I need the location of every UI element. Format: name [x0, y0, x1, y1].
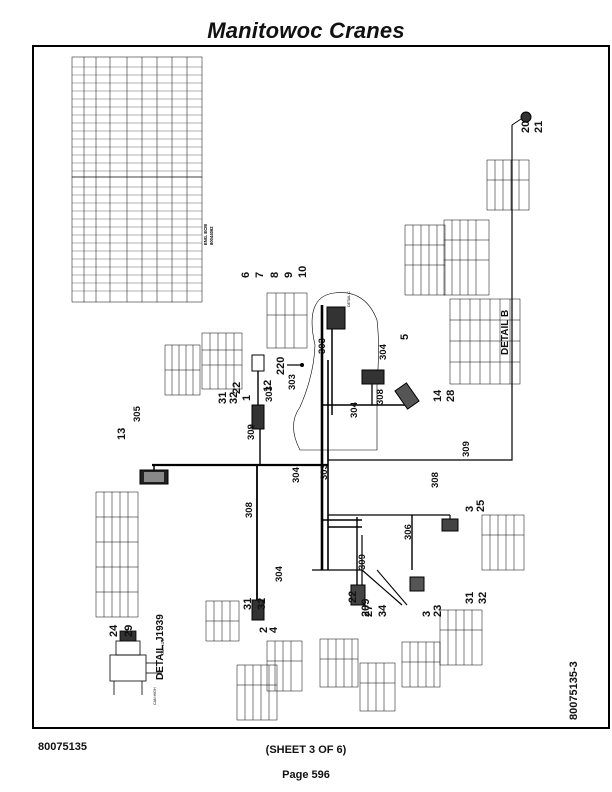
document-number: 80075135	[38, 741, 87, 753]
spl-rear-left-table	[205, 600, 240, 642]
j1939-pin-left-label: CAN HIGH	[153, 687, 157, 705]
connector-22-209	[350, 584, 366, 606]
spl-ecu-table	[95, 491, 139, 618]
ecm-conn-table	[201, 332, 243, 390]
connector-12-220	[251, 354, 304, 372]
drawing-frame: ENG. ECM 80044062	[32, 45, 610, 729]
sheet-label: (SHEET 3 OF 6)	[265, 744, 347, 756]
spl-bottom-table	[266, 640, 303, 692]
connector-1-22	[251, 404, 265, 430]
coolant-table	[486, 159, 530, 211]
eng-ecm-table	[71, 56, 203, 303]
j1939-conn-table	[481, 514, 525, 571]
connector-14-28	[394, 382, 420, 410]
loc-conn-table	[404, 224, 446, 296]
connector-5	[361, 369, 385, 385]
detail-c-outline	[293, 292, 379, 451]
spt-conn-table	[449, 298, 521, 385]
spl-j1-table	[164, 344, 201, 396]
spl-rear-table-2	[439, 609, 483, 666]
detail-j1939-sketch	[109, 630, 162, 695]
eng-ecm-rows	[72, 66, 202, 292]
drawing-border	[32, 45, 610, 729]
detail-c-label: DETAIL C	[347, 291, 351, 307]
connector-2-4	[251, 599, 265, 621]
connector-20-21	[520, 111, 532, 123]
eng-ecm-pn-text: 80044062	[209, 226, 214, 245]
eng-ecm-title-text: ENG. ECM	[203, 224, 208, 245]
fuel-sensor-table-3	[359, 662, 396, 712]
j1939-pin-right-label: CAN LOW	[161, 638, 165, 655]
harness-wires	[152, 116, 525, 610]
spl-mid-table	[443, 219, 490, 296]
eng-ecm-title: ENG. ECM 80044062	[203, 224, 214, 245]
page-title: Manitowoc Cranes	[207, 18, 405, 43]
fuel-sensor-table-2	[319, 638, 359, 688]
page-number: Page 596	[282, 769, 330, 781]
connector-3-23	[409, 576, 425, 592]
diag-table	[266, 292, 308, 349]
connector-13	[139, 469, 169, 485]
spl-rear-table-1	[401, 641, 441, 688]
connector-3-25	[441, 518, 459, 532]
connector-6-10	[326, 306, 346, 330]
fuel-sensor-table-1	[236, 664, 278, 721]
